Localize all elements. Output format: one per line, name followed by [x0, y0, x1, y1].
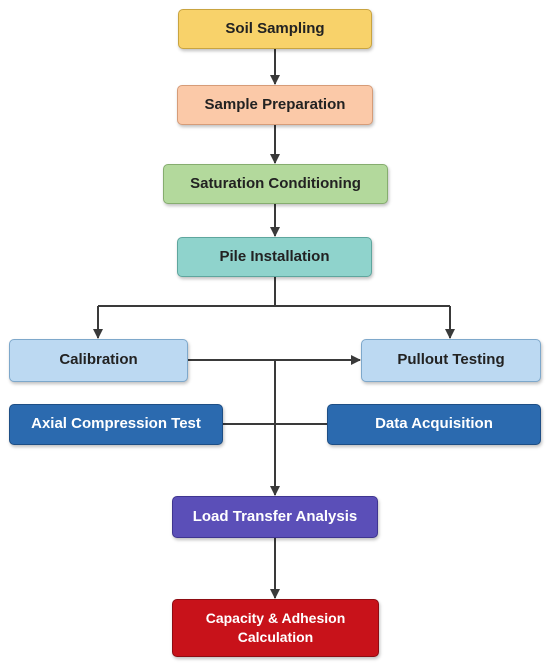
capacity-adhesion-label-block: Capacity & Adhesion Calculation — [206, 609, 346, 647]
load-transfer-analysis-label: Load Transfer Analysis — [192, 507, 358, 525]
capacity-label-line-2: Calculation — [237, 629, 314, 645]
pile-installation-node: Pile Installation — [177, 237, 372, 277]
pullout-testing-label: Pullout Testing — [397, 351, 505, 369]
capacity-label-line-1: Capacity & Adhesion — [205, 610, 346, 627]
calibration-label: Calibration — [59, 351, 138, 369]
pile-installation-label: Pile Installation — [219, 247, 330, 265]
axial-compression-test-label: Axial Compression Test — [31, 415, 201, 433]
sample-preparation-label: Sample Preparation — [204, 95, 346, 113]
saturation-conditioning-label: Saturation Conditioning — [190, 174, 361, 192]
capacity-adhesion-calculation-node: Capacity & Adhesion Calculation — [172, 599, 379, 657]
soil-sampling-label: Soil Sampling — [225, 19, 325, 37]
soil-sampling-node: Soil Sampling — [178, 9, 372, 49]
saturation-conditioning-node: Saturation Conditioning — [163, 164, 388, 204]
calibration-node: Calibration — [9, 339, 188, 382]
data-acquisition-label: Data Acquisition — [375, 415, 493, 433]
axial-compression-test-node: Axial Compression Test — [9, 404, 223, 445]
load-transfer-analysis-node: Load Transfer Analysis — [172, 496, 378, 538]
sample-preparation-node: Sample Preparation — [177, 85, 373, 125]
pullout-testing-node: Pullout Testing — [361, 339, 541, 382]
data-acquisition-node: Data Acquisition — [327, 404, 541, 445]
